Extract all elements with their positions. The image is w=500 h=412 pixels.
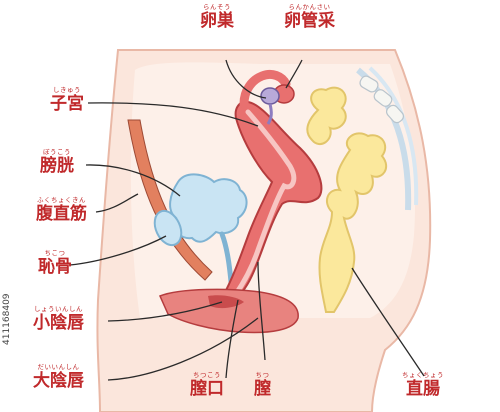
ovary-shape [260, 87, 280, 105]
label-labia-majora: だいいんしん 大陰唇 [33, 363, 84, 391]
rectum-shape [306, 86, 347, 146]
label-ovary: らんそう 卵巣 [200, 3, 234, 31]
uterus-inner [233, 109, 297, 297]
labia-minora-shape [208, 295, 244, 309]
label-labia-minora: しょういんしん 小陰唇 [33, 305, 84, 333]
label-vaginal-opening: ちつこう 膣口 [190, 371, 224, 399]
leader-vagina [257, 261, 266, 361]
leader-lines [69, 59, 425, 381]
label-pubic-bone: ちこつ 恥骨 [38, 249, 72, 277]
back-wall-line-2 [368, 66, 419, 206]
leader-ovary [225, 59, 267, 99]
label-bladder: ぼうこう 膀胱 [40, 148, 74, 176]
leader-rectum [351, 267, 425, 377]
leader-rectus [95, 193, 139, 213]
fallopian-tube-shape [239, 69, 291, 109]
label-vagina: ちつ 膣 [254, 371, 271, 399]
rectus-abdominis [127, 119, 213, 281]
leader-uterus [87, 102, 259, 127]
leader-pubic [69, 235, 167, 266]
ovary-ligament [266, 103, 273, 125]
spine [359, 75, 405, 124]
label-fallopian-tube: らんかんさい 卵管采 [284, 3, 335, 31]
uterus-shape [220, 100, 323, 302]
leader-labia-majora [107, 317, 259, 381]
label-rectus-abdominis: ふくちょくきん 腹直筋 [36, 196, 87, 224]
label-uterus: しきゅう 子宮 [50, 86, 84, 114]
leader-vaginal-opening [225, 299, 239, 379]
leader-labia-minora [107, 301, 223, 322]
leader-bladder [85, 164, 181, 197]
stock-id-watermark: 411168409 [2, 293, 12, 345]
label-rectum: ちょくちょう 直腸 [402, 371, 444, 399]
pubic-bone-shape [153, 209, 183, 247]
rectum-shape-lower [318, 132, 388, 313]
labia-majora-shape [158, 288, 299, 334]
leader-fimbriae [285, 59, 303, 89]
